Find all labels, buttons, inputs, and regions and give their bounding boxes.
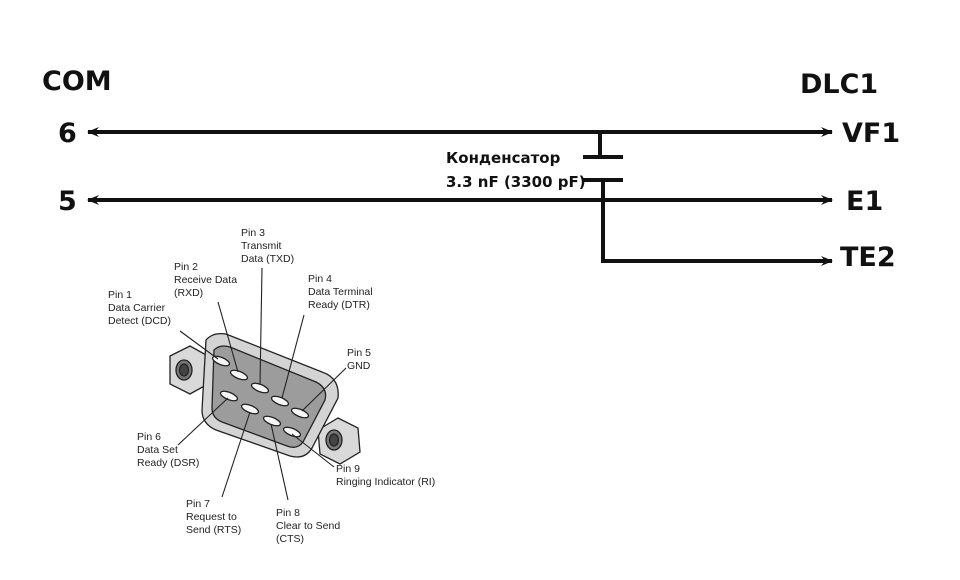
pin-9-label: Pin 9 Ringing Indicator (RI)	[336, 463, 435, 488]
svg-text:Pin 5: Pin 5	[347, 347, 371, 359]
svg-text:Data Carrier: Data Carrier	[108, 302, 166, 314]
capacitor-value: 3.3 nF (3300 pF)	[446, 173, 586, 191]
svg-text:Data (TXD): Data (TXD)	[241, 253, 294, 265]
pin-3-label: Pin 3 Transmit Data (TXD)	[241, 227, 294, 265]
svg-text:Receive Data: Receive Data	[174, 274, 237, 286]
pin-leader-lines	[177, 267, 347, 501]
svg-text:Ringing Indicator (RI): Ringing Indicator (RI)	[336, 476, 435, 488]
svg-text:Request to: Request to	[186, 511, 237, 523]
com-pin-5-label: 5	[58, 186, 77, 217]
dlc1-header: DLC1	[800, 69, 878, 100]
com-header: COM	[42, 66, 112, 97]
com-pin-6-label: 6	[58, 118, 77, 149]
dlc1-e1-label: E1	[846, 186, 883, 217]
svg-text:Ready (DTR): Ready (DTR)	[308, 299, 370, 311]
dlc1-vf1-label: VF1	[842, 118, 900, 149]
svg-text:Pin 3: Pin 3	[241, 227, 265, 239]
capacitor-name: Конденсатор	[446, 149, 561, 167]
svg-text:Pin 1: Pin 1	[108, 289, 132, 301]
right-screw-icon	[317, 417, 361, 465]
svg-text:Send (RTS): Send (RTS)	[186, 524, 241, 536]
svg-text:Pin 9: Pin 9	[336, 463, 360, 475]
svg-text:Data Set: Data Set	[137, 444, 178, 456]
pin-5-label: Pin 5 GND	[347, 347, 371, 372]
wire-te2	[601, 180, 833, 266]
svg-text:(RXD): (RXD)	[174, 287, 203, 299]
pin-2-label: Pin 2 Receive Data (RXD)	[174, 261, 237, 299]
pin-6-label: Pin 6 Data Set Ready (DSR)	[137, 431, 199, 469]
svg-text:Pin 6: Pin 6	[137, 431, 161, 443]
svg-text:GND: GND	[347, 360, 371, 372]
svg-text:Transmit: Transmit	[241, 240, 282, 252]
svg-text:Pin 8: Pin 8	[276, 507, 300, 519]
svg-text:Pin 4: Pin 4	[308, 273, 332, 285]
dlc1-te2-label: TE2	[840, 242, 896, 273]
capacitor-symbol	[583, 132, 623, 182]
pin-1-label: Pin 1 Data Carrier Detect (DCD)	[108, 289, 171, 327]
db9-connector	[169, 332, 361, 465]
svg-text:Detect (DCD): Detect (DCD)	[108, 315, 171, 327]
pin-7-label: Pin 7 Request to Send (RTS)	[186, 498, 241, 536]
svg-text:(CTS): (CTS)	[276, 533, 304, 545]
left-screw-icon	[169, 345, 209, 395]
svg-text:Data Terminal: Data Terminal	[308, 286, 373, 298]
svg-text:Pin 2: Pin 2	[174, 261, 198, 273]
pin-8-label: Pin 8 Clear to Send (CTS)	[276, 507, 340, 545]
svg-text:Ready (DSR): Ready (DSR)	[137, 457, 199, 469]
pin-4-label: Pin 4 Data Terminal Ready (DTR)	[308, 273, 373, 311]
svg-text:Clear to Send: Clear to Send	[276, 520, 340, 532]
svg-text:Pin 7: Pin 7	[186, 498, 210, 510]
